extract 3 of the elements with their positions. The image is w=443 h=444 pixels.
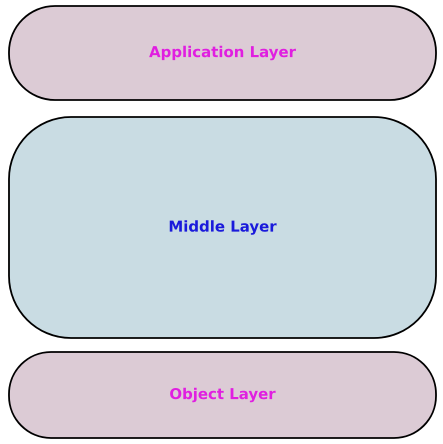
layer-box: Application Layer	[8, 5, 437, 101]
layer-box: Object Layer	[8, 351, 437, 439]
layer-box: Middle Layer	[8, 116, 437, 339]
